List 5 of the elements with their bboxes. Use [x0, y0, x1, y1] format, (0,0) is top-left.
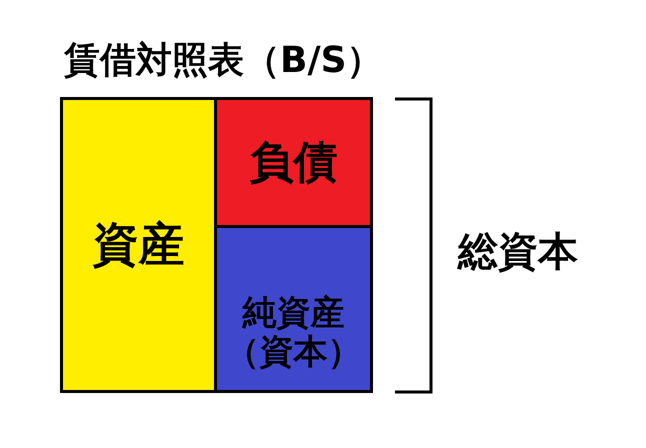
liability-block: 負債: [217, 100, 370, 225]
asset-block: 資産: [63, 100, 214, 390]
side-label: 総資本: [458, 228, 578, 277]
equity-block: 純資産（資本）: [217, 228, 370, 390]
title: 賃借対照表（B/S）: [64, 39, 383, 83]
